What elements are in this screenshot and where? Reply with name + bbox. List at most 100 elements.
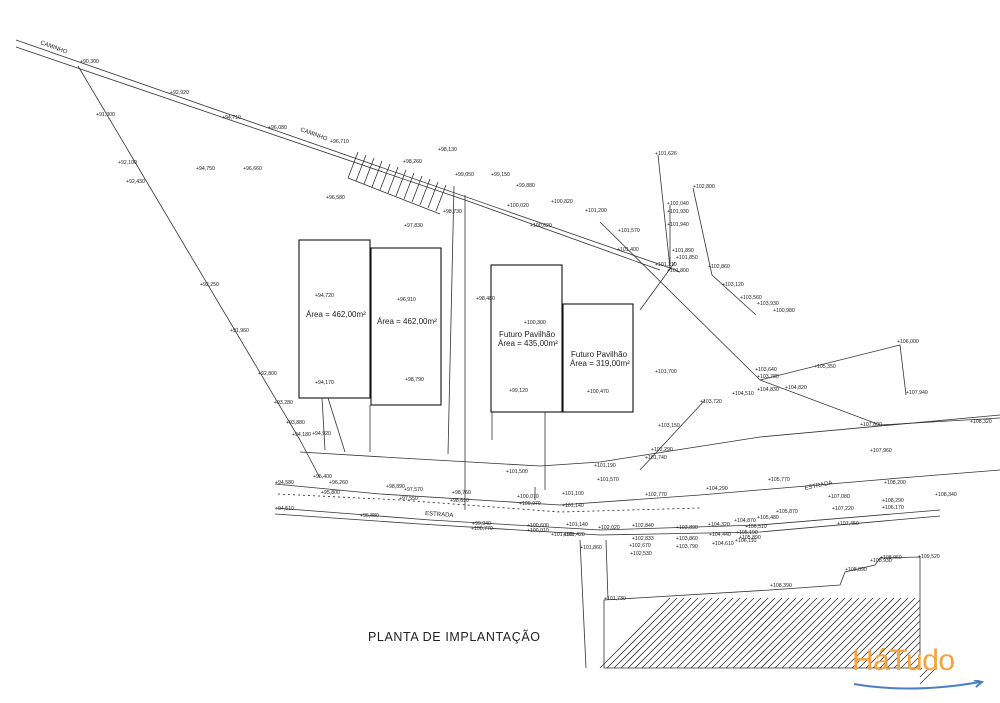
elevation-point: +106,000 (897, 339, 919, 345)
elevation-point: +101,420 (563, 532, 585, 538)
elevation-point: +102,290 (651, 447, 673, 453)
elevation-point: +100,620 (530, 223, 552, 229)
elevation-point: +104,870 (734, 518, 756, 524)
elevation-point: +101,210 (655, 262, 677, 268)
elevation-point: +102,860 (708, 264, 730, 270)
elevation-point: +99,050 (455, 172, 474, 178)
elevation-point: +96,260 (329, 480, 348, 486)
elevation-point: +101,190 (551, 532, 573, 538)
elevation-point: +107,220 (832, 506, 854, 512)
hatch-line (774, 597, 846, 669)
elevation-point: +107,940 (906, 390, 928, 396)
elevation-point: +105,870 (776, 509, 798, 515)
elevation-point: +103,150 (658, 423, 680, 429)
elevation-point: +96,880 (360, 513, 379, 519)
elevation-point: +103,120 (722, 282, 744, 288)
elevation-point: +103,640 (755, 367, 777, 373)
elevation-point: +101,890 (672, 248, 694, 254)
elevation-point: +103,790 (676, 544, 698, 550)
hatch-line (809, 597, 881, 669)
elevation-point: +93,880 (286, 420, 305, 426)
elevation-point: +102,833 (632, 536, 654, 542)
elevation-point: +96,910 (397, 297, 416, 303)
elevation-point: +108,930 (870, 558, 892, 564)
elevation-point: +101,570 (618, 228, 640, 234)
elevation-point: +92,250 (200, 282, 219, 288)
elevation-point: +101,940 (667, 222, 689, 228)
elevation-point: +101,730 (604, 596, 626, 602)
elevation-point: +99,940 (472, 521, 491, 527)
elevation-point: +102,020 (598, 525, 620, 531)
hatch-line (767, 597, 839, 669)
hatch-line (879, 627, 921, 669)
hatch-line (676, 597, 748, 669)
plan-title: PLANTA DE IMPLANTAÇÃO (368, 630, 541, 644)
elevation-point: +98,260 (403, 159, 422, 165)
hatch-line (788, 597, 860, 669)
elevation-point: +90,300 (80, 59, 99, 65)
hatch-line (830, 597, 902, 669)
hatch-line (641, 597, 713, 669)
hatch-line (914, 662, 921, 669)
elevation-point: +101,930 (667, 209, 689, 215)
elevation-point: +103,560 (740, 295, 762, 301)
elevation-point: +104,830 (757, 387, 779, 393)
hatch-line (690, 597, 762, 669)
elevation-point: +107,600 (860, 422, 882, 428)
elevation-point: +108,960 (880, 555, 902, 561)
hatch-line (620, 597, 692, 669)
hatch-line (683, 597, 755, 669)
elevation-point: +101,100 (562, 491, 584, 497)
logo-text: HáTudo (852, 644, 955, 677)
elevation-point: +100,970 (519, 501, 541, 507)
elevation-point: +92,430 (126, 179, 145, 185)
elevation-point: +104,320 (708, 522, 730, 528)
elevation-point: +103,860 (676, 536, 698, 542)
hatch-line (655, 597, 727, 669)
hatch-line (753, 597, 825, 669)
hatch-line (760, 597, 832, 669)
road-label-estrada-1: ESTRADA (425, 511, 454, 519)
hatch-line (725, 597, 797, 669)
elevation-point: +100,980 (773, 308, 795, 314)
elevation-point: +91,300 (96, 112, 115, 118)
elevation-point: +101,850 (676, 255, 698, 261)
elevation-point: +105,350 (814, 364, 836, 370)
hatch-line (648, 597, 720, 669)
elevation-point: +100,600 (527, 523, 549, 529)
hatch-line (919, 667, 930, 678)
elevation-point: +94,710 (222, 115, 241, 121)
elevation-point: +101,700 (655, 369, 677, 375)
elevation-point: +100,820 (551, 199, 573, 205)
road-label-estrada-2: ESTRADA (804, 480, 833, 492)
hatch-line (732, 597, 804, 669)
elevation-point: +95,800 (321, 490, 340, 496)
hatch-line (837, 597, 909, 669)
elevation-point: +98,760 (452, 490, 471, 496)
elevation-point: +94,920 (312, 431, 331, 437)
building-2-area: Área = 462,00m² (377, 317, 437, 326)
hatch-line (718, 597, 790, 669)
building-3-name: Futuro Pavilhão (499, 330, 556, 339)
elevation-point: +99,150 (491, 172, 510, 178)
elevation-point: +106,110 (735, 538, 757, 544)
elevation-point: +104,290 (706, 486, 728, 492)
elevation-point: +107,450 (837, 521, 859, 527)
building-3 (490, 264, 563, 413)
hatch-line (711, 597, 783, 669)
elevation-point: +97,550 (399, 496, 418, 502)
elevation-point: +101,500 (506, 469, 528, 475)
elevation-point: +96,710 (330, 139, 349, 145)
hatch-line (886, 634, 921, 669)
hatch-line (816, 597, 888, 669)
elevation-point: +92,800 (258, 371, 277, 377)
elevation-point: +101,800 (667, 268, 689, 274)
elevation-point: +98,130 (438, 147, 457, 153)
elevation-point: +94,750 (196, 166, 215, 172)
elevation-point: +102,670 (629, 543, 651, 549)
elevation-point: +92,100 (118, 160, 137, 166)
elevation-point: +100,010 (527, 528, 549, 534)
elevation-point: +106,170 (882, 505, 904, 511)
hatch-line (865, 613, 921, 669)
elevation-point: +96,580 (326, 195, 345, 201)
